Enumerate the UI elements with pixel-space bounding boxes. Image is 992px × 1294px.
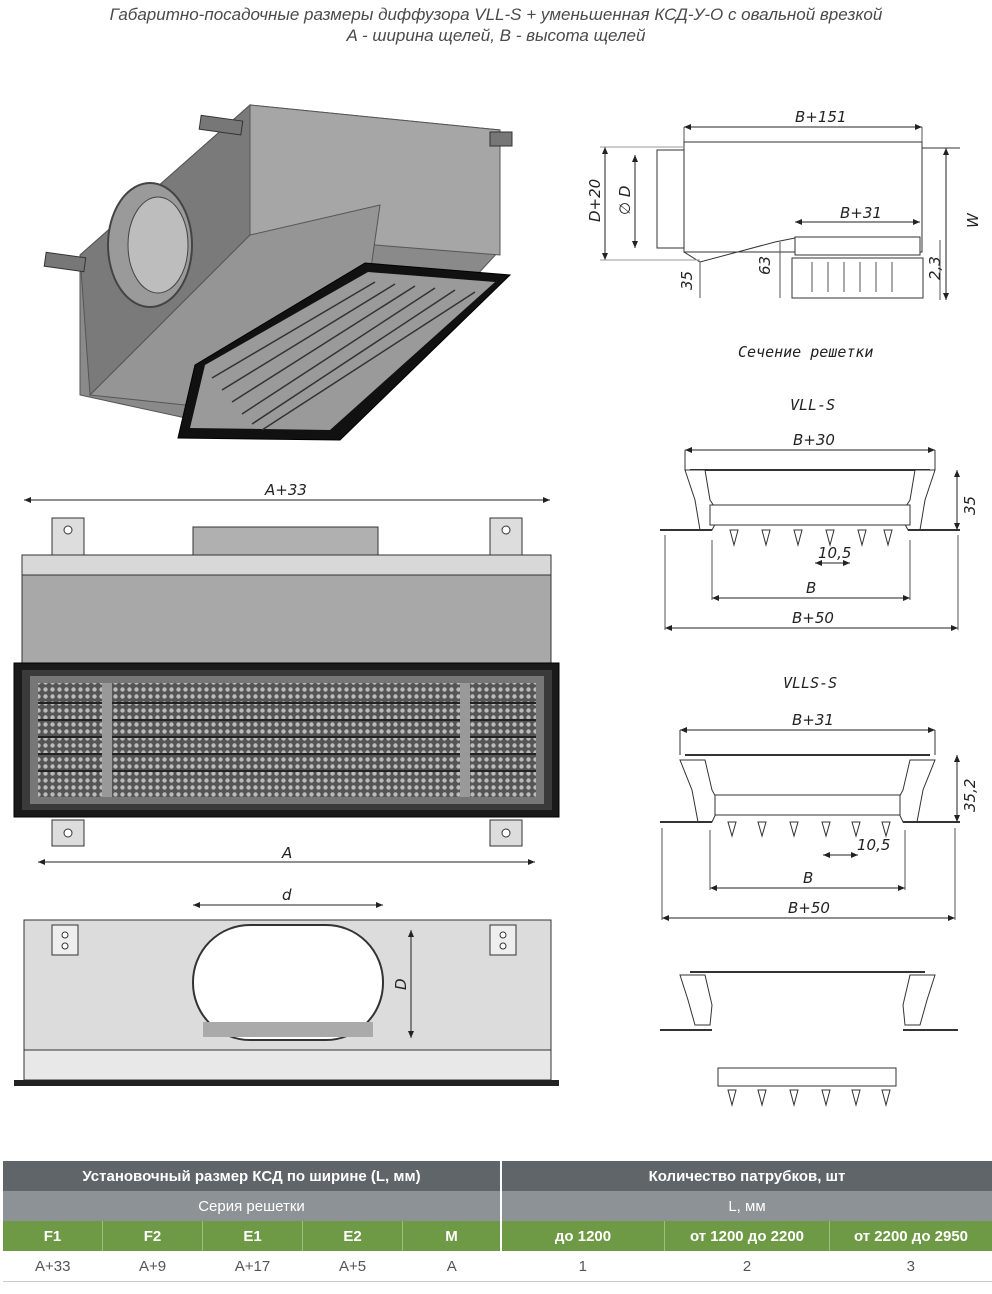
vlls-s-dim-35-2: 35,2 [961, 779, 979, 812]
vlls-s-dim-b: B [803, 869, 813, 887]
dim-35-side: 35 [678, 271, 696, 290]
cell-f2: A+9 [102, 1251, 203, 1282]
title-line-1: Габаритно-посадочные размеры диффузора V… [109, 5, 883, 24]
vlls-s-title: VLLS-S [783, 674, 837, 692]
cell-1200-2200: 2 [664, 1251, 830, 1282]
cell-2200-2950: 3 [829, 1251, 992, 1282]
dim-d-plus-20: D+20 [586, 179, 604, 222]
cell-upto-1200: 1 [501, 1251, 665, 1282]
spec-table: Установочный размер КСД по ширине (L, мм… [3, 1161, 992, 1282]
vll-s-title: VLL-S [790, 396, 835, 414]
exploded-core [717, 1067, 897, 1107]
vlls-s-section [660, 727, 960, 921]
vll-s-dim-b-plus-30: B+30 [793, 431, 835, 449]
dim-d-small: d [282, 886, 292, 904]
col-e2: E2 [302, 1221, 403, 1251]
col-e1: E1 [202, 1221, 303, 1251]
vll-s-dim-35: 35 [961, 496, 979, 515]
dim-diameter-d: ∅ D [616, 186, 634, 215]
vll-s-section [660, 447, 960, 631]
col-f1: F1 [3, 1221, 103, 1251]
technical-drawing: B+151 B+31 D+20 ∅ D W 35 63 2,3 Сечение … [13, 103, 982, 1107]
col-upto-1200: до 1200 [501, 1221, 665, 1251]
isometric-view [43, 103, 513, 441]
dim-63: 63 [756, 256, 774, 275]
dim-2-3: 2,3 [926, 256, 944, 280]
table-left-header: Установочный размер КСД по ширине (L, мм… [3, 1161, 502, 1191]
exploded-frame [660, 971, 958, 1031]
cell-e1: A+17 [202, 1251, 303, 1282]
vlls-s-dim-b-plus-50: B+50 [788, 899, 830, 917]
bottom-view [14, 919, 559, 1086]
table-right-subheader: L, мм [501, 1191, 992, 1221]
cell-e2: A+5 [302, 1251, 403, 1282]
vlls-s-dim-b-plus-31: B+31 [792, 711, 834, 729]
table-left-subheader: Серия решетки [3, 1191, 502, 1221]
col-1200-2200: от 1200 до 2200 [664, 1221, 830, 1251]
cell-m: A [402, 1251, 501, 1282]
col-f2: F2 [102, 1221, 203, 1251]
title-line-2: A - ширина щелей, B - высота щелей [346, 26, 646, 45]
vll-s-dim-b: B [806, 579, 816, 597]
dim-b-plus-31-side: B+31 [840, 204, 882, 222]
vll-s-dim-b-plus-50: B+50 [792, 609, 834, 627]
dim-b-plus-151: B+151 [795, 108, 847, 126]
table-right-header: Количество патрубков, шт [501, 1161, 992, 1191]
col-2200-2950: от 2200 до 2950 [829, 1221, 992, 1251]
drawing-title: Габаритно-посадочные размеры диффузора V… [0, 4, 992, 46]
vll-s-dim-10-5: 10,5 [818, 544, 851, 562]
front-view [13, 517, 560, 847]
table-row: A+33 A+9 A+17 A+5 A 1 2 3 [3, 1251, 992, 1282]
side-view [600, 124, 960, 300]
vlls-s-dim-10-5: 10,5 [857, 836, 890, 854]
section-title: Сечение решетки [738, 343, 873, 361]
col-m: M [402, 1221, 502, 1251]
dim-a: A [281, 844, 292, 862]
dim-d-big: D [392, 978, 410, 990]
dim-a-plus-33: A+33 [264, 481, 307, 499]
cell-f1: A+33 [3, 1251, 103, 1282]
dim-w: W [964, 212, 982, 228]
oval-cutout [192, 924, 384, 1041]
